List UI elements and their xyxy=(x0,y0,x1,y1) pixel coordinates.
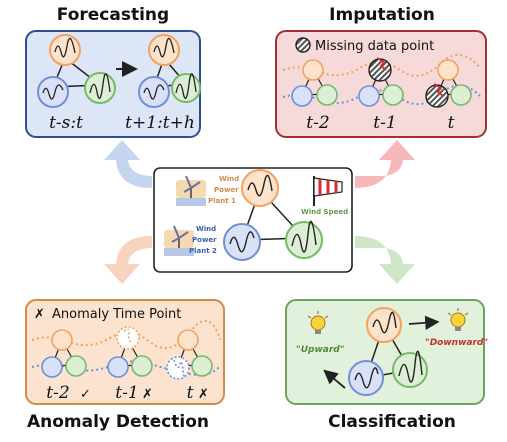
plant2-label-line2: Power xyxy=(192,236,217,244)
arrow-to-classification xyxy=(355,236,415,284)
downward-label: "Downward" xyxy=(425,338,488,348)
node-blue xyxy=(37,76,69,108)
anomaly-detection-title: Anomaly Detection xyxy=(27,412,209,432)
anomaly-t: t xyxy=(187,383,194,403)
imputation-panel: Missing data point t-2 t-1 t xyxy=(275,30,487,138)
arrow-to-forecasting xyxy=(104,140,152,188)
node-orange xyxy=(49,34,81,66)
imputation-t-1: t-1 xyxy=(373,113,396,133)
forecast-past-label: t-s:t xyxy=(49,113,83,133)
anomaly-panel: ✗ Anomaly Time Point t-2 ✓ t-1 ✗ t ✗ xyxy=(25,299,225,405)
upward-arrow xyxy=(323,369,346,389)
forecasting-panel: t-s:t t+1:t+h xyxy=(25,30,201,138)
lightbulb-icon xyxy=(447,308,469,331)
plant2-label-line1: Wind xyxy=(196,225,216,233)
check-icon: ✓ xyxy=(80,387,91,402)
node-wind-speed xyxy=(285,221,323,259)
plant1-label-line1: Wind xyxy=(219,175,239,183)
cross-icon: ✗ xyxy=(198,387,209,402)
upward-label: "Upward" xyxy=(296,345,344,355)
node-green xyxy=(171,73,201,103)
imputation-t: t xyxy=(448,113,455,133)
forecast-future-label: t+1:t+h xyxy=(125,113,195,133)
plant1-label-line2: Power xyxy=(214,186,239,194)
node-green xyxy=(84,72,116,104)
node-green xyxy=(392,352,428,388)
plant2-label-line3: Plant 2 xyxy=(189,247,217,255)
wind-turbine-icon xyxy=(164,225,194,256)
missing-data-icon xyxy=(295,37,311,53)
anomaly-legend: Anomaly Time Point xyxy=(52,307,181,322)
wind-turbine-icon xyxy=(176,175,206,206)
node-blue xyxy=(348,360,384,396)
imputation-title: Imputation xyxy=(329,5,435,25)
node-orange xyxy=(148,34,180,66)
missing-data-legend: Missing data point xyxy=(315,39,434,54)
missing-point xyxy=(368,58,392,82)
plant1-label-line3: Plant 1 xyxy=(208,197,236,205)
node-plant1 xyxy=(241,169,279,207)
lightbulb-icon xyxy=(307,311,329,334)
arrow-to-anomaly xyxy=(104,236,152,284)
classification-title: Classification xyxy=(328,412,456,432)
imputation-t-2: t-2 xyxy=(306,113,329,133)
node-plant2 xyxy=(223,223,261,261)
cross-icon: ✗ xyxy=(142,387,153,402)
node-orange xyxy=(366,307,402,343)
node-blue xyxy=(138,76,170,108)
missing-point xyxy=(425,84,449,108)
wind-speed-label: Wind Speed xyxy=(301,208,348,216)
windsock-icon xyxy=(313,176,343,206)
center-panel: Wind Power Plant 1 Wind Power Plant 2 Wi… xyxy=(153,167,353,273)
arrow-to-imputation xyxy=(355,140,415,188)
anomaly-legend-cross-icon: ✗ xyxy=(34,307,45,322)
forecasting-title: Forecasting xyxy=(57,5,169,25)
anomaly-t-1: t-1 xyxy=(115,383,138,403)
classification-panel: "Upward" "Downward" xyxy=(285,299,488,405)
downward-arrow xyxy=(408,315,440,330)
anomaly-t-2: t-2 xyxy=(46,383,69,403)
